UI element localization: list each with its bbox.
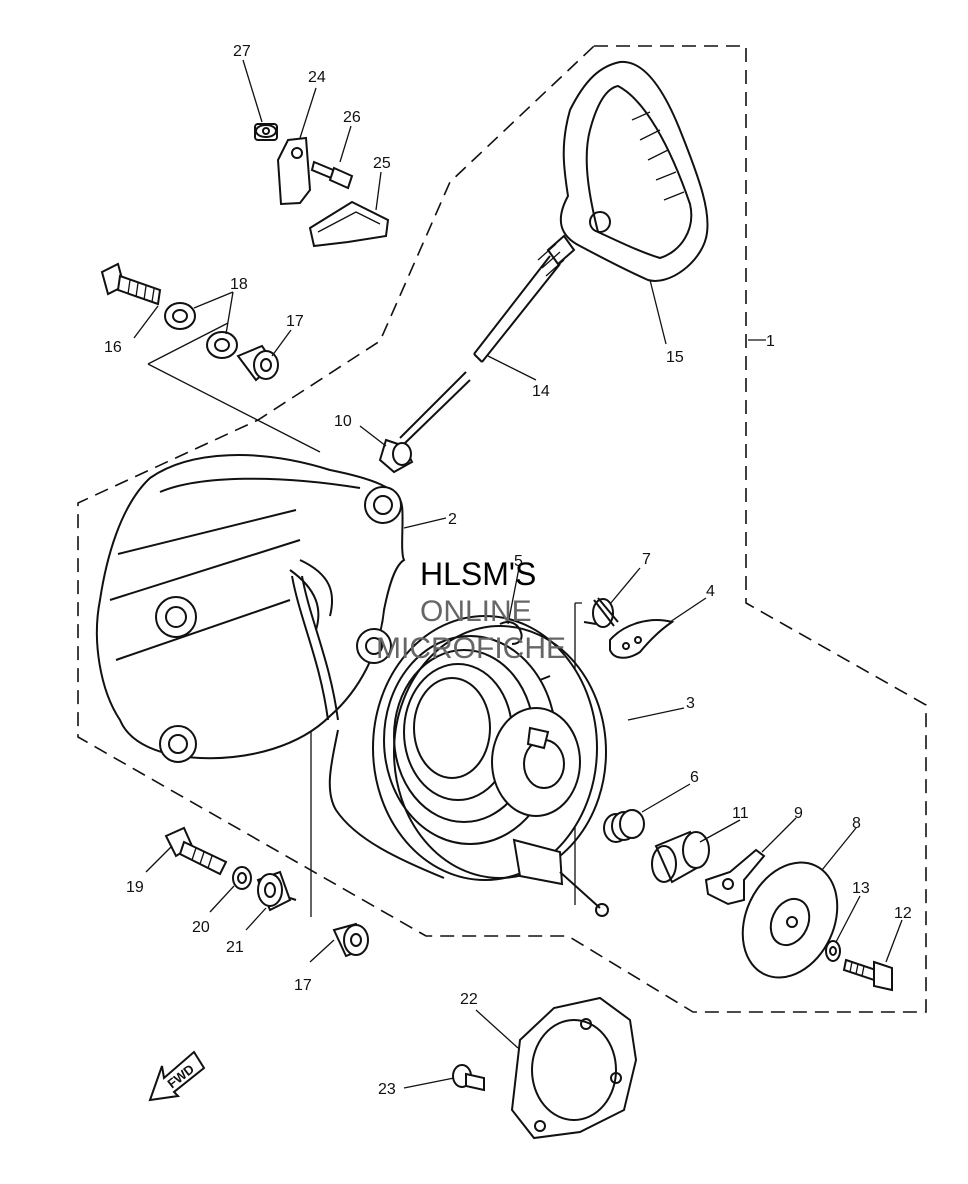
rope-routing bbox=[291, 575, 445, 879]
bushing-part-17-bottom bbox=[332, 922, 369, 958]
callout-9: 9 bbox=[794, 805, 803, 822]
collar-part-18b bbox=[206, 331, 238, 359]
callout-25: 25 bbox=[373, 155, 391, 172]
rope-guide-part-10 bbox=[378, 438, 414, 474]
callout-19: 19 bbox=[126, 879, 144, 896]
spring-part-5 bbox=[499, 621, 523, 645]
callout-12: 12 bbox=[894, 905, 912, 922]
leader-lines bbox=[133, 59, 903, 1089]
callout-27: 27 bbox=[233, 43, 251, 60]
bracket-part-24 bbox=[276, 136, 312, 206]
callout-17-bottom: 17 bbox=[294, 977, 312, 994]
callout-1: 1 bbox=[766, 333, 775, 350]
watermark: HLSM'S ONLINE MICROFICHE bbox=[376, 556, 566, 665]
callout-7: 7 bbox=[642, 551, 651, 568]
callout-2: 2 bbox=[448, 511, 457, 528]
callout-5: 5 bbox=[514, 553, 523, 570]
callout-labels: 27 24 26 25 18 17 16 15 1 14 10 2 5 7 4 … bbox=[104, 43, 912, 1098]
watermark-line-1: HLSM'S bbox=[420, 556, 536, 592]
bolt-part-16 bbox=[100, 262, 162, 306]
rope-part-14 bbox=[399, 234, 576, 445]
watermark-line-3: MICROFICHE bbox=[376, 632, 566, 665]
cover-plate-part-8 bbox=[741, 861, 839, 979]
forward-direction-icon: FWD bbox=[148, 1050, 206, 1102]
collar-part-18a bbox=[164, 302, 196, 330]
callout-21: 21 bbox=[226, 939, 244, 956]
cover-ring-part-22 bbox=[510, 996, 638, 1140]
watermark-line-2: ONLINE bbox=[420, 595, 532, 628]
sheave-drum-part-3 bbox=[372, 615, 609, 917]
callout-24: 24 bbox=[308, 69, 326, 86]
spring-part-6 bbox=[603, 809, 645, 843]
bushing-part-17-top bbox=[236, 344, 279, 382]
flange-nut-part-27 bbox=[254, 123, 278, 141]
bolt-part-26 bbox=[310, 160, 354, 190]
assembly-boundary bbox=[77, 45, 927, 1013]
callout-15: 15 bbox=[666, 349, 684, 366]
callout-22: 22 bbox=[460, 991, 478, 1008]
washer-part-20 bbox=[232, 866, 252, 890]
starter-case-part-2 bbox=[95, 454, 406, 763]
bolt-part-12 bbox=[842, 958, 893, 992]
callout-13: 13 bbox=[852, 880, 870, 897]
callout-6: 6 bbox=[690, 769, 699, 786]
callout-17-top: 17 bbox=[286, 313, 304, 330]
spring-part-7 bbox=[583, 597, 619, 628]
washer-part-13 bbox=[825, 940, 841, 962]
bolt-part-19 bbox=[164, 826, 228, 876]
callout-4: 4 bbox=[706, 583, 715, 600]
pawl-part-4 bbox=[609, 619, 675, 659]
callout-3: 3 bbox=[686, 695, 695, 712]
callout-26: 26 bbox=[343, 109, 361, 126]
callout-8: 8 bbox=[852, 815, 861, 832]
callout-23: 23 bbox=[378, 1081, 396, 1098]
callout-18: 18 bbox=[230, 276, 248, 293]
friction-plate-part-9 bbox=[704, 848, 766, 906]
callout-16: 16 bbox=[104, 339, 122, 356]
screw-part-23 bbox=[452, 1064, 485, 1092]
handle-part-15 bbox=[559, 60, 709, 282]
callout-14: 14 bbox=[532, 383, 550, 400]
collar-part-21 bbox=[256, 870, 297, 912]
callout-10: 10 bbox=[334, 413, 352, 430]
cable-clip-part-25 bbox=[308, 200, 390, 248]
callout-20: 20 bbox=[192, 919, 210, 936]
collar-part-11 bbox=[651, 830, 710, 884]
callout-11: 11 bbox=[732, 805, 749, 822]
